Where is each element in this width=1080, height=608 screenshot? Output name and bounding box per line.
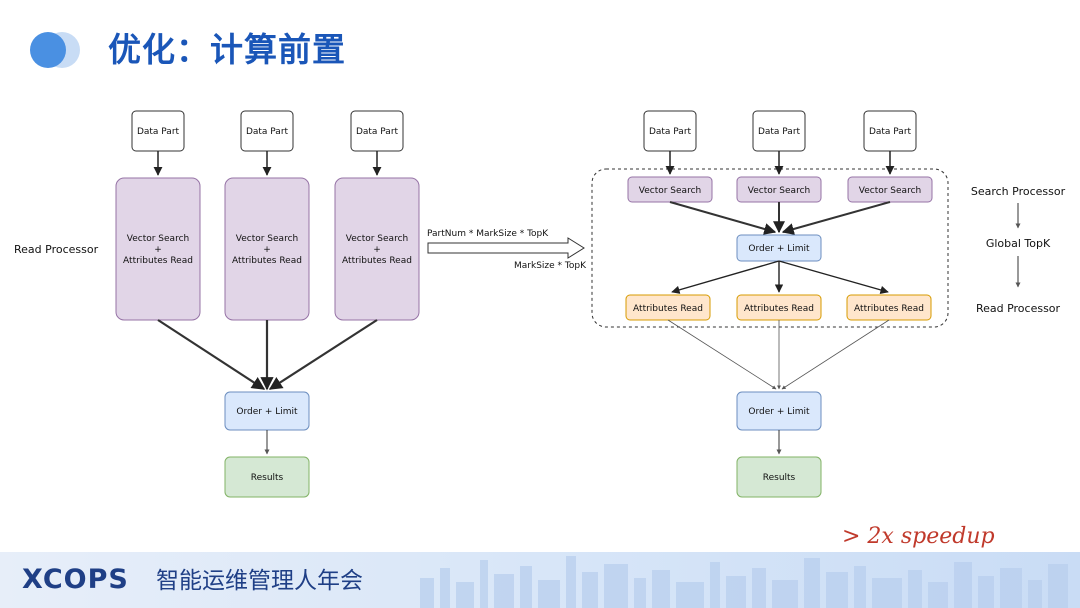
logo-icon [30, 32, 80, 68]
left-processor-3: Vector Search + Attributes Read [334, 177, 420, 321]
svg-text:Attributes Read: Attributes Read [744, 304, 814, 314]
left-order-limit: Order + Limit [224, 391, 310, 431]
right-attributes-read-2: Attributes Read [736, 294, 822, 321]
left-data-part-3: Data Part [350, 110, 404, 152]
right-data-part-2: Data Part [752, 110, 806, 152]
page-title: 优化：计算前置 [108, 30, 346, 69]
transition-top-label: PartNum * MarkSize * TopK [427, 229, 549, 239]
svg-text:Attributes Read: Attributes Read [854, 304, 924, 314]
svg-text:Attributes Read: Attributes Read [232, 256, 302, 266]
right-attributes-read-3: Attributes Read [846, 294, 932, 321]
svg-text:Vector Search: Vector Search [236, 234, 298, 244]
svg-text:+: + [154, 245, 162, 255]
svg-text:Data Part: Data Part [758, 127, 801, 137]
svg-text:Attributes Read: Attributes Read [123, 256, 193, 266]
svg-text:Data Part: Data Part [246, 127, 289, 137]
svg-text:Data Part: Data Part [649, 127, 692, 137]
left-processor-1: Vector Search + Attributes Read [115, 177, 201, 321]
transition-arrow [427, 237, 585, 259]
right-order-limit: Order + Limit [736, 391, 822, 431]
svg-text:Data Part: Data Part [137, 127, 180, 137]
brand-logo: XCOPS [22, 564, 129, 595]
svg-text:Results: Results [763, 473, 796, 483]
right-results: Results [736, 456, 822, 498]
right-attributes-read-1: Attributes Read [625, 294, 711, 321]
svg-text:Data Part: Data Part [869, 127, 912, 137]
left-processor-2: Vector Search + Attributes Read [224, 177, 310, 321]
left-data-part-1: Data Part [131, 110, 185, 152]
svg-text:Attributes Read: Attributes Read [342, 256, 412, 266]
right-data-part-3: Data Part [863, 110, 917, 152]
right-data-part-1: Data Part [643, 110, 697, 152]
svg-text:Order + Limit: Order + Limit [748, 244, 810, 254]
pipeline-step-search: Search Processor [971, 185, 1066, 198]
svg-text:Order + Limit: Order + Limit [748, 407, 810, 417]
read-processor-label: Read Processor [14, 243, 99, 256]
svg-text:Data Part: Data Part [356, 127, 399, 137]
svg-text:Vector Search: Vector Search [346, 234, 408, 244]
transition-bottom-label: MarkSize * TopK [514, 261, 587, 271]
right-order-limit-inner: Order + Limit [736, 234, 822, 262]
right-vector-search-2: Vector Search [736, 176, 822, 203]
svg-text:Vector Search: Vector Search [127, 234, 189, 244]
pipeline-step-read: Read Processor [976, 302, 1061, 315]
svg-text:Vector Search: Vector Search [748, 186, 810, 196]
svg-text:Results: Results [251, 473, 284, 483]
left-results: Results [224, 456, 310, 498]
svg-text:+: + [263, 245, 271, 255]
dashed-boundary [591, 168, 949, 328]
svg-text:Order + Limit: Order + Limit [236, 407, 298, 417]
speedup-label: > 2x speedup [842, 524, 995, 549]
brand-subtitle: 智能运维管理人年会 [156, 568, 363, 594]
footer-banner: XCOPS 智能运维管理人年会 [0, 552, 1080, 608]
svg-text:+: + [373, 245, 381, 255]
right-vector-search-1: Vector Search [627, 176, 713, 203]
city-skyline-icon [420, 556, 1068, 608]
svg-text:Vector Search: Vector Search [859, 186, 921, 196]
left-data-part-2: Data Part [240, 110, 294, 152]
right-vector-search-3: Vector Search [847, 176, 933, 203]
pipeline-step-topk: Global TopK [986, 237, 1051, 250]
svg-text:Attributes Read: Attributes Read [633, 304, 703, 314]
svg-text:Vector Search: Vector Search [639, 186, 701, 196]
